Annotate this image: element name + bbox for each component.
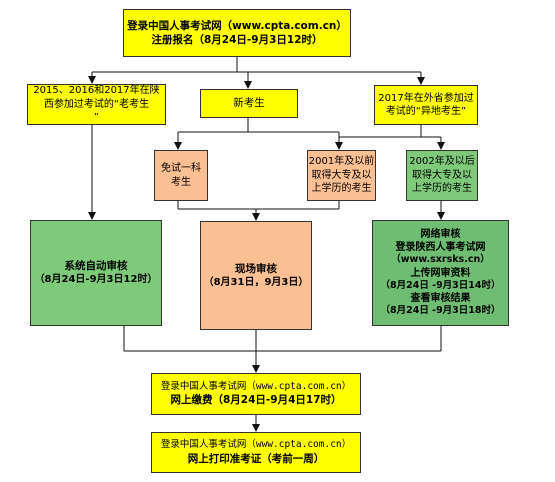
before-2001-line-3: 上学历的考生 [311, 183, 372, 195]
old-candidates-line-1: 2015、2016和2017年在陕 [33, 85, 160, 97]
after-2002-line-2: 取得大专及以 [412, 169, 472, 181]
onsite-review-dates: （8月31日，9月3日） [203, 276, 309, 288]
exempt-box: 免试一科 考生 [154, 150, 208, 201]
online-review-title: 网络审核 [420, 229, 461, 241]
register-line-2: 注册报名（8月24日-9月3日12时） [151, 34, 323, 46]
exempt-line-1: 免试一科 [161, 163, 201, 174]
onsite-review-box: 现场审核 （8月31日，9月3日） [200, 221, 312, 330]
other-province-line-1: 2017年在外省参加过 [378, 92, 474, 104]
before-2001-line-2: 取得大专及以 [311, 169, 372, 181]
print-ticket-line-2: 网上打印准考证（考前一周） [187, 452, 325, 465]
online-review-box: 网络审核 登录陕西人事考试网 （www.sxrsks.cn） 上传网审资料 （8… [372, 220, 509, 326]
exempt-line-2: 考生 [171, 176, 191, 188]
after-2002-line-1: 2002年及以后 [409, 156, 475, 168]
new-candidates-label: 新考生 [233, 97, 265, 110]
payment-line-2: 网上缴费（8月24日-9月4日17时） [170, 394, 342, 407]
print-ticket-box: 登录中国人事考试网（www.cpta.com.cn） 网上打印准考证（考前一周） [151, 432, 361, 473]
register-line-1: 登录中国人事考试网（www.cpta.com.cn） [127, 19, 347, 32]
online-review-upload-dates: （8月24日 -9月3日14时） [380, 279, 501, 291]
payment-box: 登录中国人事考试网（www.cpta.com.cn） 网上缴费（8月24日-9月… [151, 373, 361, 415]
old-candidates-line-3: ” [93, 112, 100, 124]
before-2001-box: 2001年及以前 取得大专及以 上学历的考生 [307, 150, 376, 201]
auto-review-title: 系统自动审核 [64, 260, 128, 273]
online-review-login: 登录陕西人事考试网 [395, 242, 486, 254]
other-province-line-2: 考试的“异地考生” [385, 106, 467, 117]
register-box: 登录中国人事考试网（www.cpta.com.cn） 注册报名（8月24日-9月… [123, 9, 351, 57]
after-2002-line-3: 上学历的考生 [412, 183, 472, 195]
auto-review-dates: （8月24日-9月3日12时） [34, 274, 158, 286]
online-review-upload: 上传网审资料 [410, 267, 471, 279]
online-review-website: （www.sxrsks.cn） [391, 254, 490, 266]
old-candidates-box: 2015、2016和2017年在陕 西参加过考试的“老考生 ” [27, 84, 166, 125]
onsite-review-title: 现场审核 [235, 262, 277, 275]
after-2002-box: 2002年及以后 取得大专及以 上学历的考生 [406, 150, 478, 201]
old-candidates-line-2: 西参加过考试的“老考生 [43, 98, 150, 110]
payment-line-1: 登录中国人事考试网（www.cpta.com.cn） [160, 380, 352, 392]
before-2001-line-1: 2001年及以前 [308, 156, 375, 168]
online-review-results-dates: （8月24日 -9月3日18时） [380, 305, 501, 317]
other-province-box: 2017年在外省参加过 考试的“异地考生” [374, 85, 478, 125]
online-review-results: 查看审核结果 [410, 293, 471, 305]
new-candidates-box: 新考生 [200, 89, 298, 118]
auto-review-box: 系统自动审核 （8月24日-9月3日12时） [30, 220, 162, 326]
print-ticket-line-1: 登录中国人事考试网（www.cpta.com.cn） [160, 439, 352, 450]
